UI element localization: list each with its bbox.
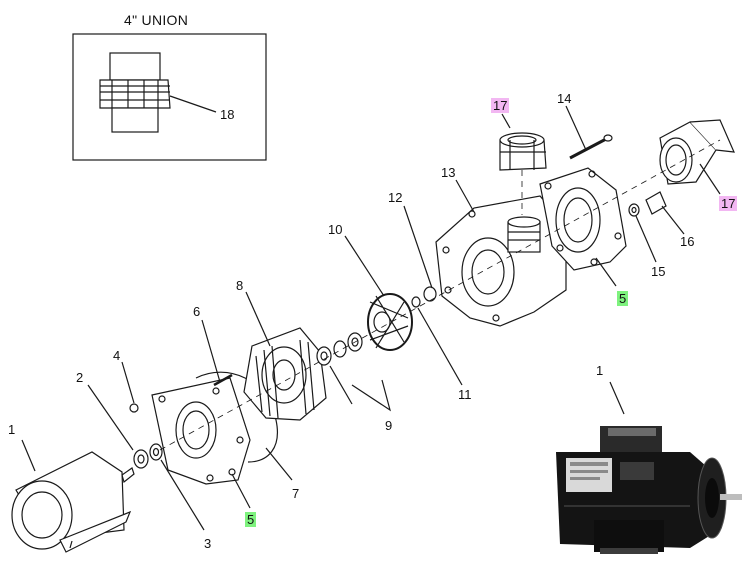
leader-4 <box>121 361 135 404</box>
callout-4: 4 <box>113 348 121 363</box>
callout-3: 3 <box>204 536 212 551</box>
seal-plate-lower <box>151 377 251 509</box>
callout-18: 18 <box>220 107 235 122</box>
bolt-part <box>565 105 613 160</box>
callout-12: 12 <box>388 190 403 205</box>
leader-8 <box>245 291 271 347</box>
leader-13 <box>455 179 475 213</box>
inset-frame <box>72 33 267 161</box>
washer-plug-parts <box>628 191 685 263</box>
leader-16 <box>661 205 685 235</box>
leader-5-upper <box>595 257 617 287</box>
leader-1-photo <box>609 381 625 415</box>
screw-part <box>201 319 233 387</box>
leader-17-top <box>501 113 511 129</box>
leader-15 <box>635 215 657 263</box>
callout-1-left: 1 <box>8 422 16 437</box>
callout-13: 13 <box>441 165 456 180</box>
callout-5-lower: 5 <box>245 512 257 527</box>
union-top <box>499 113 547 171</box>
leader-6 <box>201 319 221 383</box>
callout-1-photo: 1 <box>596 363 604 378</box>
leader-14 <box>565 105 587 151</box>
callout-17-top: 17 <box>491 98 510 113</box>
nut-part <box>121 361 139 413</box>
callout-16: 16 <box>680 234 695 249</box>
leader-17-right <box>699 163 721 195</box>
callout-17-right: 17 <box>719 196 738 211</box>
diffuser-part <box>243 291 327 421</box>
leader-3 <box>160 459 205 531</box>
leader-18 <box>169 95 217 113</box>
assembly-axis <box>159 139 721 451</box>
leader-10 <box>344 235 385 297</box>
callout-9: 9 <box>385 418 393 433</box>
leader-2 <box>87 384 134 451</box>
leader-11 <box>417 307 463 386</box>
callout-14: 14 <box>557 91 572 106</box>
union-right <box>659 119 735 195</box>
leader-5-lower <box>231 473 251 509</box>
callout-2: 2 <box>76 370 84 385</box>
callout-8: 8 <box>236 278 244 293</box>
callout-6: 6 <box>193 304 201 319</box>
leader-9 <box>351 379 391 412</box>
oring-part <box>195 371 293 481</box>
motor-left-drawing <box>11 439 135 553</box>
seal-ring-parts <box>87 384 205 531</box>
callout-7: 7 <box>292 486 300 501</box>
callout-5-upper: 5 <box>617 291 629 306</box>
leader-1-left <box>21 439 36 472</box>
callout-11: 11 <box>458 387 472 402</box>
ring-drain-parts <box>403 205 463 386</box>
inset-title: 4" UNION <box>124 12 189 28</box>
impeller-part <box>344 235 413 351</box>
motor-photo <box>556 426 742 554</box>
callout-15: 15 <box>651 264 666 279</box>
callout-10: 10 <box>328 222 343 237</box>
union-inset-drawing <box>99 52 217 133</box>
seal-plate-upper <box>539 167 627 287</box>
leader-12 <box>403 205 433 289</box>
leader-7 <box>265 447 293 481</box>
